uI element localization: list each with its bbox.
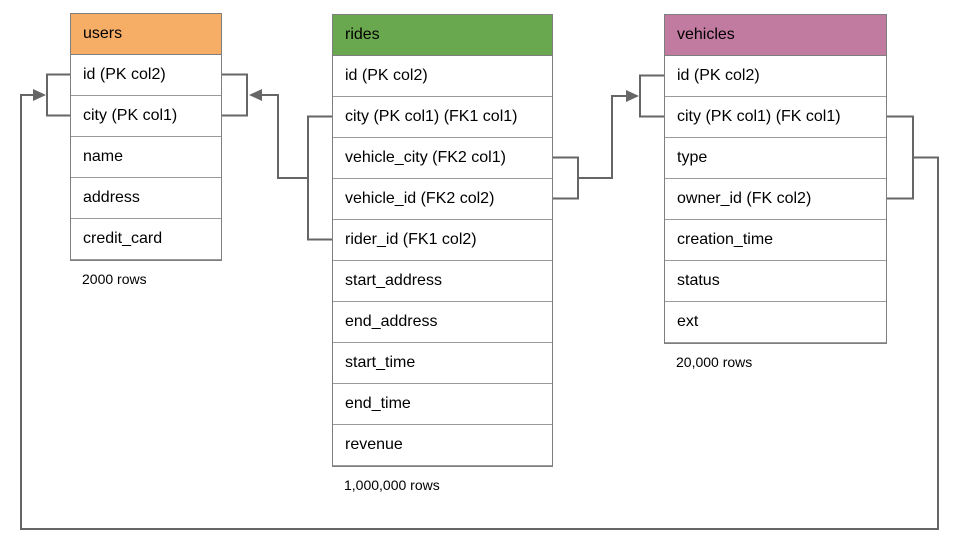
table-row: start_address <box>333 261 552 302</box>
vehicles-fk-bracket-right <box>887 115 914 200</box>
table-row: ext <box>665 302 886 343</box>
table-rides-row-count: 1,000,000 rows <box>344 477 440 493</box>
rides-to-users-link <box>262 94 308 179</box>
table-rides-header: rides <box>333 15 552 56</box>
relationship-rides-to-users <box>222 73 332 241</box>
table-row: city (PK col1) (FK1 col1) <box>333 97 552 138</box>
rides-to-vehicles-arrow-icon <box>626 90 639 102</box>
table-row: city (PK col1) (FK col1) <box>665 97 886 138</box>
relationship-rides-to-vehicles <box>553 74 664 200</box>
table-vehicles-row-count: 20,000 rows <box>676 354 753 370</box>
vehicles-to-users-arrow-icon <box>33 89 46 101</box>
table-row: id (PK col2) <box>333 56 552 97</box>
rides-fk2-bracket-right <box>553 156 579 200</box>
table-row: end_address <box>333 302 552 343</box>
table-row: id (PK col2) <box>71 55 221 96</box>
table-row: city (PK col1) <box>71 96 221 137</box>
table-row: creation_time <box>665 220 886 261</box>
table-row: rider_id (FK1 col2) <box>333 220 552 261</box>
relationship-vehicles-to-users <box>20 73 939 530</box>
table-row: id (PK col2) <box>665 56 886 97</box>
table-rides: rides id (PK col2) city (PK col1) (FK1 c… <box>332 14 553 493</box>
table-row: end_time <box>333 384 552 425</box>
table-row: name <box>71 137 221 178</box>
table-users-row-count: 2000 rows <box>82 271 147 287</box>
table-row: credit_card <box>71 219 221 260</box>
rides-to-users-arrow-icon <box>249 89 262 101</box>
table-row: status <box>665 261 886 302</box>
table-vehicles-header: vehicles <box>665 15 886 56</box>
vehicles-to-users-link <box>20 94 939 530</box>
table-row: vehicle_id (FK2 col2) <box>333 179 552 220</box>
rides-fk1-bracket-left <box>307 115 332 241</box>
rides-to-vehicles-link <box>578 95 626 179</box>
table-users-header: users <box>71 14 221 55</box>
users-pk-bracket-right <box>222 73 248 117</box>
table-row: vehicle_city (FK2 col1) <box>333 138 552 179</box>
table-row: start_time <box>333 343 552 384</box>
users-pk-bracket-left <box>46 73 70 117</box>
table-row: type <box>665 138 886 179</box>
table-vehicles: vehicles id (PK col2) city (PK col1) (FK… <box>664 14 887 370</box>
table-row: revenue <box>333 425 552 466</box>
table-row: address <box>71 178 221 219</box>
vehicles-pk-bracket-left <box>639 74 664 118</box>
table-row: owner_id (FK col2) <box>665 179 886 220</box>
table-users: users id (PK col2) city (PK col1) name a… <box>70 13 222 287</box>
